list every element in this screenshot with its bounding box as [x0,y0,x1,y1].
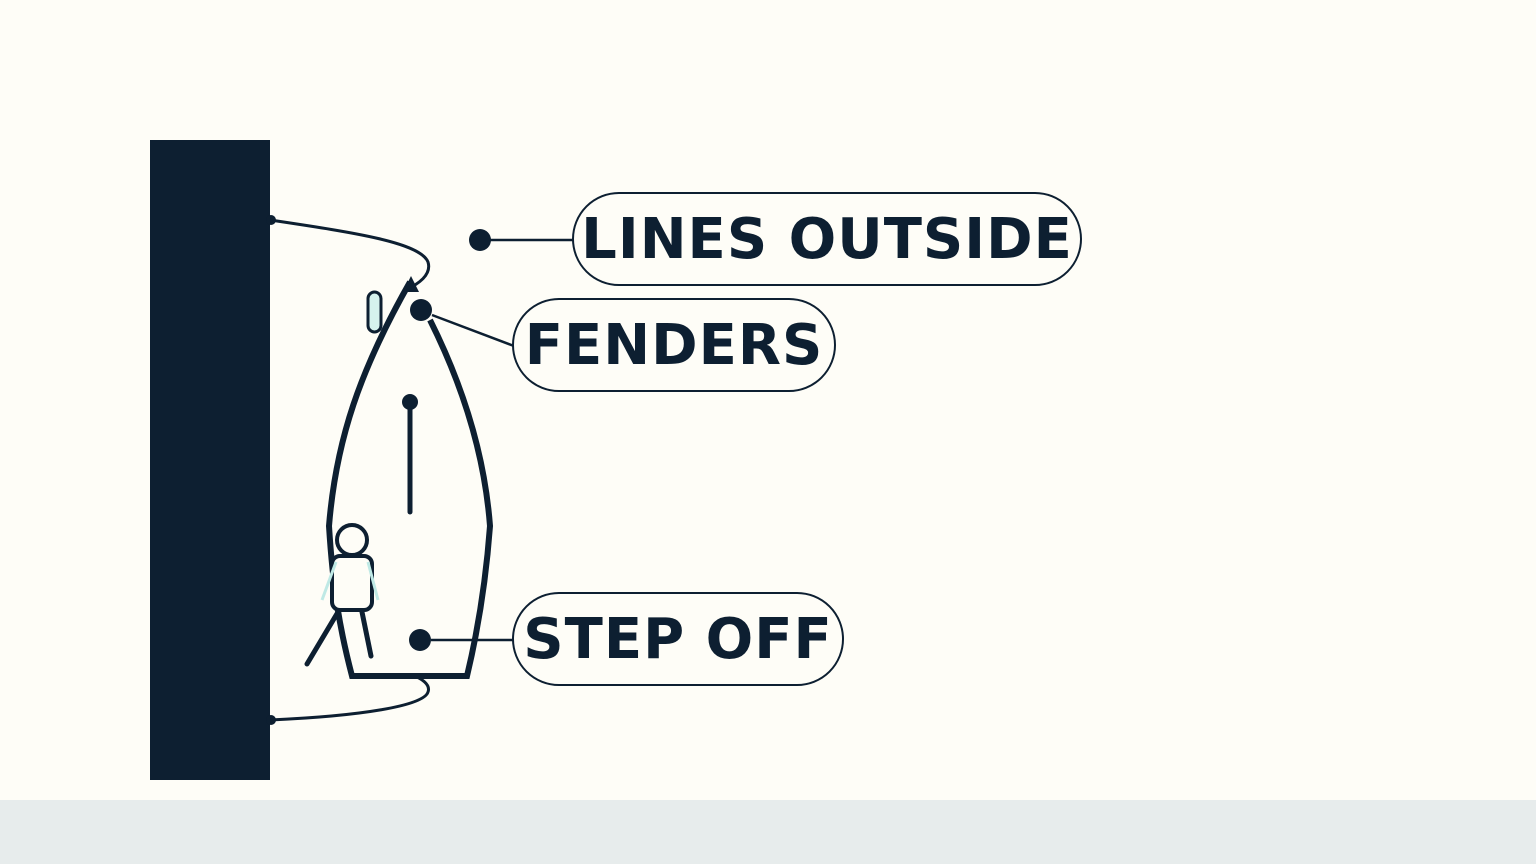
bow-line [269,218,431,292]
person-arm-left [320,561,338,601]
person-head [335,523,369,557]
person-arm-right [366,561,380,601]
label-lines-outside: LINES OUTSIDE [572,192,1082,286]
boat-bow-tip [403,276,419,292]
label-step-off: STEP OFF [512,592,844,686]
footer-band [0,800,1536,864]
bow-cleat [266,215,276,225]
stern-cleat [266,715,276,725]
label-lines-outside-text: LINES OUTSIDE [581,206,1073,272]
callout-dot-lines [469,229,491,251]
fender [366,290,383,334]
person-leg-front [359,609,374,659]
person-figure [304,523,380,667]
label-step-off-text: STEP OFF [523,606,833,672]
person-body [330,554,374,612]
boat-hull-port [325,280,494,679]
stern-line [269,674,430,722]
label-fenders: FENDERS [512,298,836,392]
callout-dot-fenders [410,299,432,321]
label-fenders-text: FENDERS [524,312,824,378]
callout-dot-stepoff [409,629,431,651]
callout-leader-fenders [431,313,515,348]
mast-top [402,394,418,410]
person-leg-rear [304,609,341,667]
dock [150,140,270,780]
